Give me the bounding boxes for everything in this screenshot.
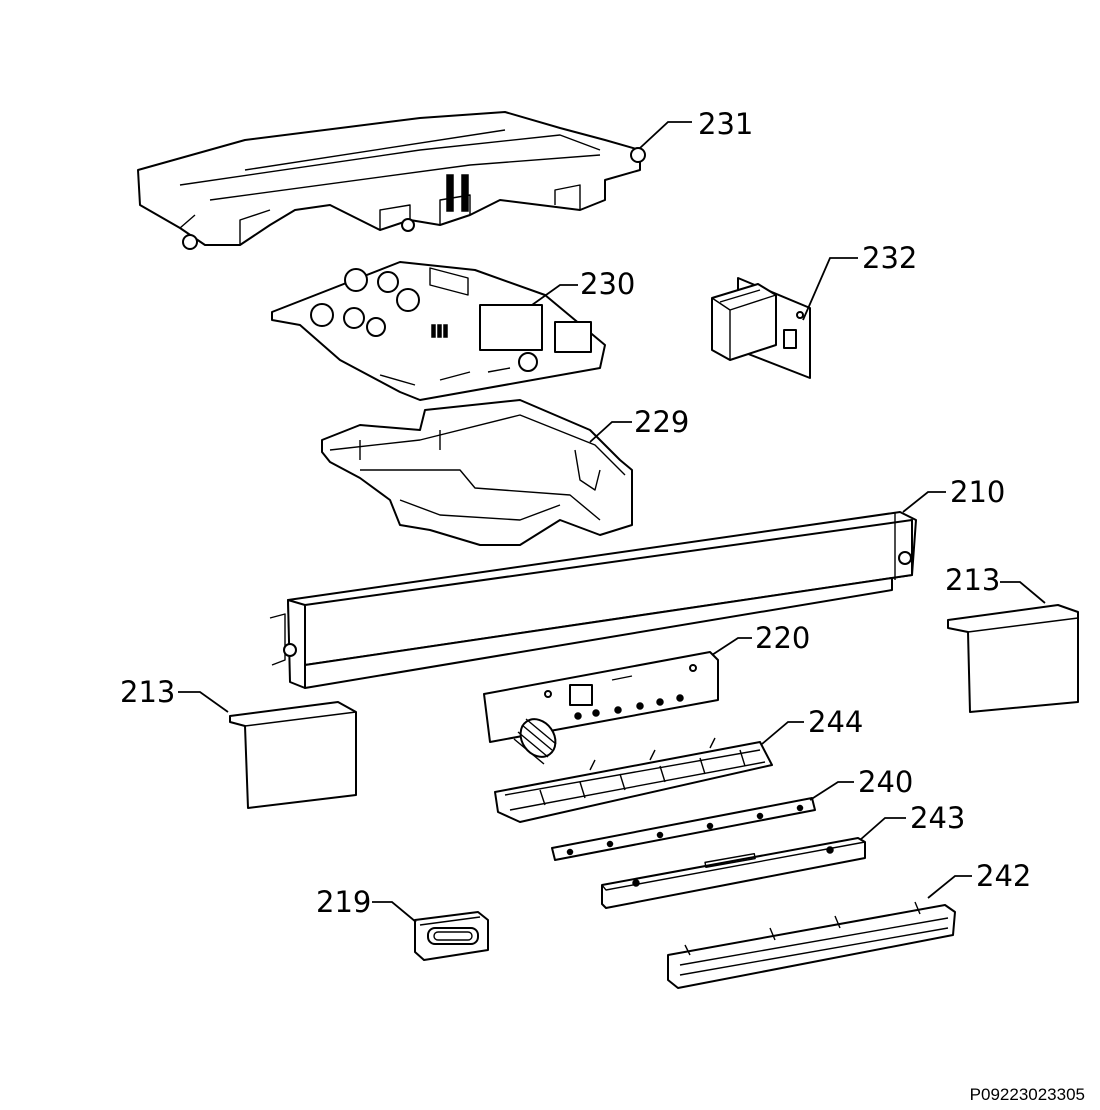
leader-213-left bbox=[178, 691, 229, 713]
callout-220: 220 bbox=[755, 621, 810, 655]
leader-243 bbox=[859, 817, 906, 841]
callout-240: 240 bbox=[858, 765, 913, 799]
callout-219: 219 bbox=[316, 885, 371, 919]
part-210-front-panel bbox=[269, 511, 917, 689]
part-230-pcb bbox=[271, 261, 606, 401]
callout-242: 242 bbox=[976, 859, 1031, 893]
part-213-left-end-cap bbox=[229, 701, 357, 809]
part-229-tray bbox=[321, 399, 633, 546]
callout-210: 210 bbox=[950, 475, 1005, 509]
leader-232 bbox=[802, 257, 858, 321]
leader-231 bbox=[639, 121, 692, 149]
document-id: P09223023305 bbox=[970, 1085, 1085, 1104]
part-220-control-board bbox=[483, 651, 719, 765]
part-243-light-guide bbox=[601, 837, 866, 909]
leader-240 bbox=[809, 781, 854, 801]
leader-219 bbox=[372, 901, 417, 923]
part-213-right-end-cap bbox=[947, 604, 1079, 713]
callout-232: 232 bbox=[862, 241, 917, 275]
part-244-button-frame bbox=[494, 737, 773, 823]
leader-229 bbox=[589, 421, 632, 443]
leader-244 bbox=[761, 721, 804, 745]
leader-210 bbox=[902, 491, 946, 513]
part-231-frame bbox=[137, 111, 646, 250]
callout-213-right: 213 bbox=[945, 563, 1000, 597]
callout-213-left: 213 bbox=[120, 675, 175, 709]
part-232-transformer bbox=[711, 277, 811, 379]
callout-230: 230 bbox=[580, 267, 635, 301]
rotary-encoder-knob bbox=[513, 718, 557, 765]
leader-230 bbox=[531, 284, 578, 306]
leader-220 bbox=[711, 637, 752, 656]
callout-243: 243 bbox=[910, 801, 965, 835]
leader-242 bbox=[927, 875, 972, 899]
part-240-key-strip bbox=[551, 797, 816, 861]
callout-244: 244 bbox=[808, 705, 863, 739]
leader-213-right bbox=[1000, 581, 1046, 604]
part-219-clip bbox=[414, 911, 489, 961]
callout-229: 229 bbox=[634, 405, 689, 439]
callout-231: 231 bbox=[698, 107, 753, 141]
part-242-front-trim bbox=[667, 901, 956, 989]
